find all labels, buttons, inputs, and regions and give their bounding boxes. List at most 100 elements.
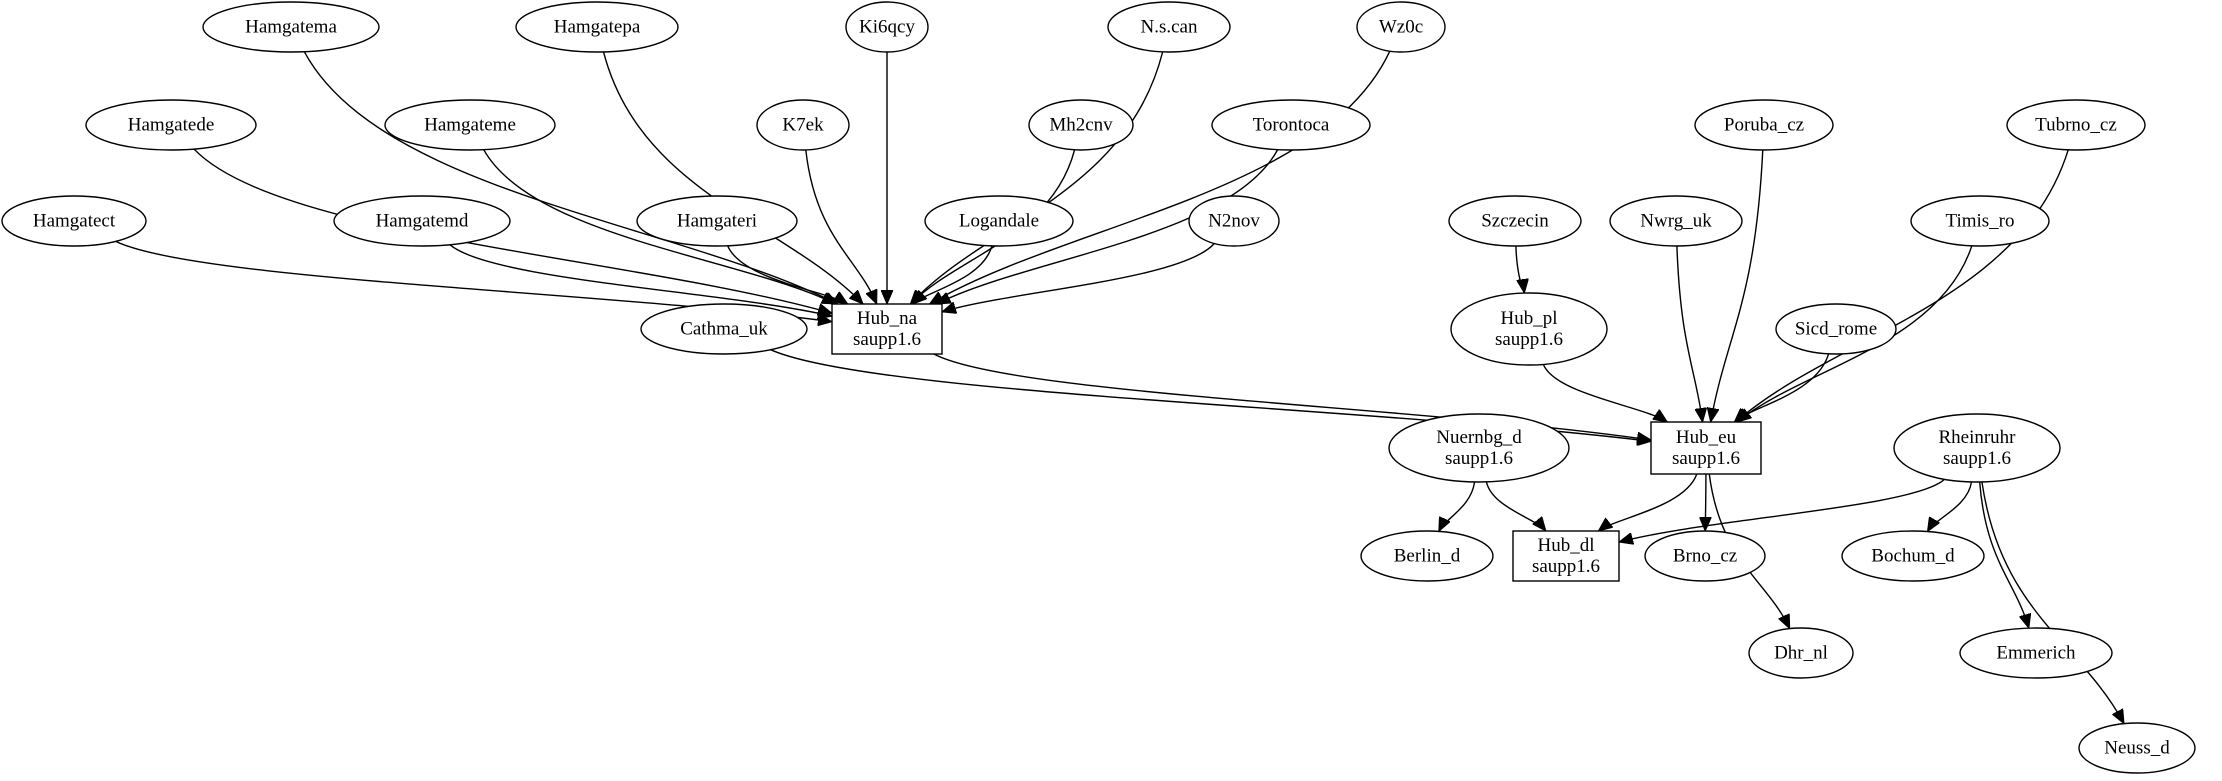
node-k7ek[interactable]: K7ek (756, 99, 850, 151)
node-logandale[interactable]: Logandale (924, 195, 1074, 247)
node-label: Hamgatepa (554, 17, 641, 38)
node-label: Brno_cz (1673, 546, 1737, 567)
edge-nwrg-uk-to-hub-eu (1676, 245, 1703, 422)
node-label: Berlin_d (1394, 546, 1461, 567)
edge-hamgatede-to-hub-na (193, 148, 832, 313)
node-label: Wz0c (1379, 17, 1423, 38)
node-ellipse (515, 1, 679, 53)
edge-hamgatema-to-hub-na (303, 51, 837, 305)
node-hamgateme[interactable]: Hamgateme (384, 99, 556, 151)
edge-n2nov-to-hub-na (942, 243, 1215, 311)
node-ellipse (640, 303, 808, 355)
node-label: saupp1.6 (1943, 448, 2011, 469)
edges-layer (115, 50, 2125, 724)
node-label: Hub_na (857, 308, 918, 329)
edge-logandale-to-hub-na (913, 245, 993, 304)
node-label: Hub_dl (1538, 535, 1595, 556)
edge-rheinruhr-to-neuss-d (1981, 481, 2125, 724)
node-cathma-uk[interactable]: Cathma_uk (640, 303, 808, 355)
node-ellipse (2006, 99, 2146, 151)
edge-torontoca-to-hub-na (937, 149, 1279, 305)
node-label: saupp1.6 (1495, 329, 1563, 350)
node-ellipse (1028, 99, 1134, 151)
node-hamgatemd[interactable]: Hamgatemd (333, 195, 511, 247)
node-wz0c[interactable]: Wz0c (1356, 1, 1446, 53)
edge-tubrno-cz-to-hub-eu (1736, 149, 2069, 422)
node-dhr-nl[interactable]: Dhr_nl (1748, 627, 1854, 679)
node-ellipse (1188, 195, 1280, 247)
edge-wz0c-to-hub-na (930, 50, 1391, 304)
edge-szczecin-to-hub-pl (1515, 245, 1524, 293)
node-neuss-d[interactable]: Neuss_d (2078, 722, 2196, 774)
node-ellipse (1450, 292, 1608, 366)
node-ellipse (1388, 413, 1570, 483)
node-ellipse (924, 195, 1074, 247)
node-label: Sicd_rome (1795, 319, 1877, 340)
node-ki6qcy[interactable]: Ki6qcy (845, 1, 929, 53)
edge-hamgatemd-to-hub-na (449, 244, 832, 317)
edge-nuernbg-d-to-berlin-d (1438, 481, 1476, 531)
node-torontoca[interactable]: Torontoca (1211, 99, 1371, 151)
node-ellipse (756, 99, 850, 151)
node-label: Nuernbg_d (1436, 427, 1522, 448)
node-poruba-cz[interactable]: Poruba_cz (1694, 99, 1834, 151)
node-ellipse (1609, 195, 1743, 247)
node-label: saupp1.6 (1672, 448, 1740, 469)
node-hamgatede[interactable]: Hamgatede (85, 99, 257, 151)
node-ellipse (1748, 627, 1854, 679)
node-hamgatema[interactable]: Hamgatema (202, 1, 380, 53)
edge-rheinruhr-to-bochum-d (1928, 481, 1973, 532)
node-bochum-d[interactable]: Bochum_d (1841, 530, 1985, 582)
node-label: Logandale (959, 211, 1039, 232)
node-ellipse (845, 1, 929, 53)
node-ellipse (333, 195, 511, 247)
node-ellipse (1448, 195, 1582, 247)
node-timis-ro[interactable]: Timis_ro (1910, 195, 2050, 247)
edge-rheinruhr-to-emmerich (1978, 481, 2029, 628)
node-nwrg-uk[interactable]: Nwrg_uk (1609, 195, 1743, 247)
edge-hamgateri-to-hub-na (726, 245, 848, 304)
node-ellipse (1893, 413, 2061, 483)
node-ellipse (202, 1, 380, 53)
node-ellipse (384, 99, 556, 151)
node-mh2cnv[interactable]: Mh2cnv (1028, 99, 1134, 151)
node-label: Mh2cnv (1049, 115, 1113, 136)
nodes-layer: Hamgatema Hamgatepa Ki6qcy N.s.can Wz0cHamga… (1, 1, 2196, 774)
edge-hamgateme-to-hub-na (483, 149, 836, 305)
edge-hub-eu-to-brno-cz (1705, 473, 1706, 531)
node-sicd-rome[interactable]: Sicd_rome (1775, 303, 1897, 355)
node-brno-cz[interactable]: Brno_cz (1644, 530, 1766, 582)
node-box (1650, 421, 1762, 475)
node-label: saupp1.6 (1445, 448, 1513, 469)
node-berlin-d[interactable]: Berlin_d (1360, 530, 1494, 582)
node-label: Poruba_cz (1724, 115, 1804, 136)
node-emmerich[interactable]: Emmerich (1959, 627, 2113, 679)
node-label: Hub_pl (1501, 308, 1558, 329)
node-label: Hamgatede (128, 115, 215, 136)
node-label: Dhr_nl (1774, 643, 1828, 664)
edge-hub-pl-to-hub-eu (1542, 364, 1667, 422)
node-label: Hamgatemd (376, 211, 469, 232)
node-hamgatect[interactable]: Hamgatect (1, 195, 147, 247)
node-n-s-can[interactable]: N.s.can (1107, 1, 1231, 53)
node-hamgateri[interactable]: Hamgateri (636, 195, 798, 247)
node-label: Hub_eu (1676, 427, 1737, 448)
node-label: Szczecin (1481, 211, 1549, 232)
node-ellipse (1107, 1, 1231, 53)
node-label: Cathma_uk (680, 319, 768, 340)
node-hamgatepa[interactable]: Hamgatepa (515, 1, 679, 53)
node-label: Nwrg_uk (1640, 211, 1712, 232)
node-ellipse (1356, 1, 1446, 53)
node-ellipse (1694, 99, 1834, 151)
node-ellipse (1, 195, 147, 247)
node-n2nov[interactable]: N2nov (1188, 195, 1280, 247)
node-label: saupp1.6 (853, 329, 921, 350)
node-tubrno-cz[interactable]: Tubrno_cz (2006, 99, 2146, 151)
node-szczecin[interactable]: Szczecin (1448, 195, 1582, 247)
